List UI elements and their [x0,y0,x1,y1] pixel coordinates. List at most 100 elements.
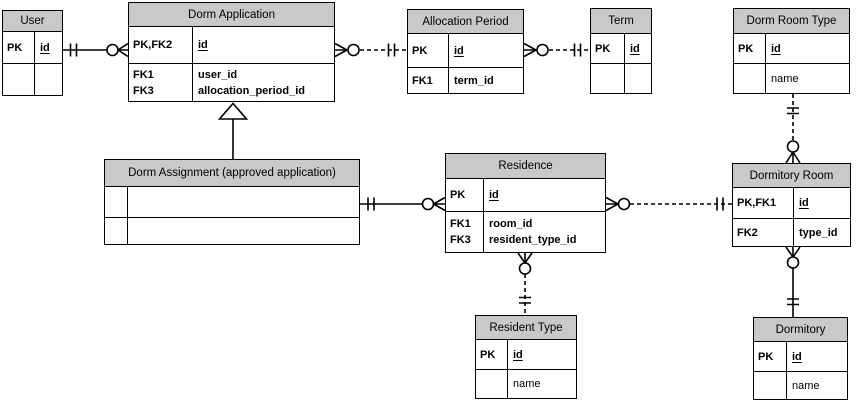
attribute-row: name [754,378,847,394]
zero-cardinality-circle [106,43,119,57]
attribute-row: FK2 type_id [733,225,850,241]
key-label: PK [480,348,496,361]
attribute-name: id [454,44,464,57]
attribute-row: FK1 room_id [446,216,605,232]
attribute-row: PK id [3,40,62,56]
rel-dorm-room-type-dormitory-room [785,94,801,164]
one-cardinality-ticks [69,43,78,57]
entity-title: Dorm Assignment (approved application) [105,160,359,187]
key-label: PK,FK2 [133,39,173,51]
pk-section: PK id [3,32,62,63]
entity-title: Residence [446,154,605,179]
one-cardinality-ticks [787,298,799,306]
attribute-name: id [799,197,809,209]
one-cardinality-ticks [519,296,531,304]
attributes-section [3,63,62,95]
attribute-row: FK3 allocation_period_id [129,83,334,99]
entity-dormitory-room: Dormitory Room PK,FK1 id FK2 type_id [732,163,851,247]
pk-section [105,187,359,217]
key-label: PK [412,44,428,57]
attribute-row: name [734,71,849,87]
entity-title: User [3,11,62,32]
attributes-section: FK2 type_id [733,218,850,246]
rel-residence-resident-type [517,252,533,315]
attributes-section: name [476,369,576,398]
crow-foot-many-marker [605,196,619,212]
pk-section: PK id [754,342,847,371]
one-cardinality-ticks [787,107,799,115]
key-label: PK [7,41,23,54]
crow-foot-many-marker [117,42,129,58]
entity-resident-type: Resident Type PK id name [475,315,577,399]
key-label: FK2 [737,226,758,239]
pk-section: PK id [408,34,523,67]
attribute-name: allocation_period_id [198,84,305,97]
zero-cardinality-circle [536,43,549,57]
attributes-section: FK1 user_id FK3 allocation_period_id [129,63,334,101]
key-label: PK [595,42,611,55]
key-label: PK,FK1 [737,197,777,209]
rel-inheritance-dorm-assignment-dorm-application [217,102,249,159]
entity-dorm-room-type: Dorm Room Type PK id name [733,8,850,94]
pk-section: PK id [446,179,605,211]
inheritance-triangle [217,102,249,120]
zero-cardinality-circle [421,197,435,211]
entity-term: Term PK id [590,8,652,94]
zero-cardinality-circle [786,140,800,153]
crow-foot-many-marker [523,42,537,58]
pk-section: PK,FK1 id [733,188,850,218]
pk-section: PK id [591,34,651,63]
attribute-name: id [630,42,640,55]
key-label: FK3 [133,84,154,97]
rel-dormitory-room-dormitory [785,246,801,317]
crow-foot-many-marker [785,151,801,164]
key-label: PK [738,42,754,55]
attributes-section [591,63,651,93]
zero-cardinality-circle [786,256,800,269]
key-label: FK1 [412,74,433,87]
attribute-name: id [40,41,50,54]
attribute-row: FK1 user_id [129,67,334,83]
rel-user-dorm-application [63,42,129,58]
attributes-section: name [754,371,847,399]
key-label: FK1 [450,218,471,230]
zero-cardinality-circle [347,43,360,57]
attribute-name: name [792,379,820,392]
crow-foot-many-marker [433,196,446,212]
zero-cardinality-circle [617,197,631,211]
entity-dorm-assignment: Dorm Assignment (approved application) [104,159,360,245]
attribute-row: FK1 term_id [408,73,523,89]
entity-dorm-application: Dorm Application PK,FK2 id FK1 user_id F… [128,2,335,102]
zero-cardinality-circle [518,262,532,275]
pk-section: PK,FK2 id [129,27,334,63]
attribute-name: id [792,350,802,363]
entity-title: Term [591,9,651,34]
entity-residence: Residence PK id FK1 room_id FK3 resident… [445,153,606,253]
entity-allocation-period: Allocation Period PK id FK1 term_id [407,9,524,94]
one-cardinality-ticks [387,43,396,57]
one-cardinality-ticks [573,43,582,57]
key-label: PK [450,189,466,201]
pk-section: PK id [734,34,849,63]
attribute-name: name [513,378,541,390]
one-cardinality-ticks [367,197,375,211]
attribute-row: PK id [591,41,651,57]
entity-dormitory: Dormitory PK id name [753,317,848,400]
attribute-name: id [198,39,208,51]
entity-title: Resident Type [476,316,576,340]
attribute-name: id [513,348,523,361]
entity-user: User PK id [2,10,63,96]
attribute-name: user_id [198,68,238,81]
one-cardinality-ticks [716,197,724,211]
rel-dorm-application-allocation-period [334,42,407,58]
entity-title: Dormitory [754,318,847,342]
attribute-name: room_id [489,218,533,230]
crow-foot-many-marker [517,252,533,264]
rel-dorm-assignment-residence [360,196,446,212]
attributes-section [105,217,359,244]
attributes-section: FK1 room_id FK3 resident_type_id [446,211,605,252]
attribute-row: PK id [734,41,849,57]
entity-title: Dorm Room Type [734,9,849,34]
attribute-row: PK id [408,43,523,59]
